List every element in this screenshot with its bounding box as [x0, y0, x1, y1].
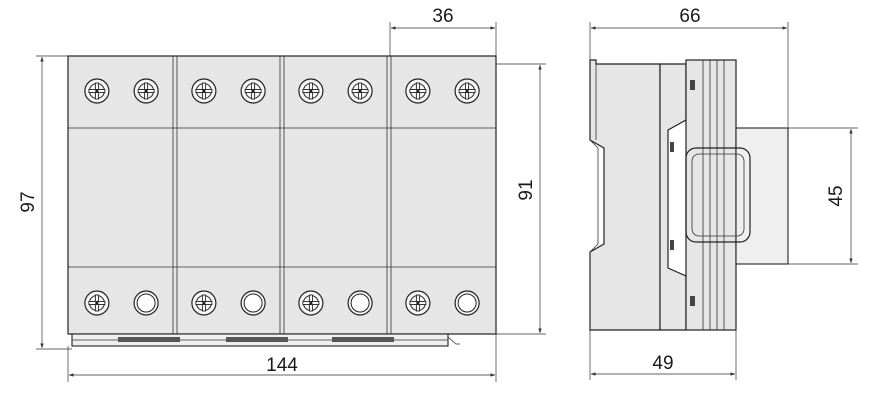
side-slots: [670, 80, 695, 306]
dim-overall-height-label: 97: [18, 191, 39, 212]
dim-rail-height: 45: [788, 127, 858, 265]
screw-terminal-icon: [405, 78, 431, 104]
clip-slot: [118, 337, 180, 342]
screw-terminal-icon: [191, 290, 217, 316]
dim-pole-width-label: 36: [432, 6, 453, 27]
ring-terminal-icon: [454, 290, 480, 316]
ring-terminal-icon: [240, 290, 266, 316]
clip-slot: [226, 337, 288, 342]
screw-terminal-icon: [84, 290, 110, 316]
screw-terminal-icon: [298, 78, 324, 104]
clip-slot: [332, 337, 394, 342]
module-separators: [172, 56, 392, 334]
dim-pole-width: 36: [389, 6, 497, 56]
side-ribs: [702, 60, 725, 330]
screw-terminal-icon: [298, 290, 324, 316]
side-view: [589, 59, 789, 331]
ring-terminal-icon: [347, 290, 373, 316]
dim-depth-label: 66: [679, 6, 700, 27]
terminals: [84, 78, 480, 316]
dim-rail-height-label: 45: [826, 185, 847, 206]
screw-terminal-icon: [347, 78, 373, 104]
side-front-section: [685, 59, 737, 331]
side-housing-left: [589, 59, 661, 331]
handle-window-outer: [685, 147, 751, 243]
screw-terminal-icon: [191, 78, 217, 104]
front-view: [67, 55, 497, 347]
screw-terminal-icon: [84, 78, 110, 104]
dim-overall-height: 97: [18, 55, 72, 350]
ring-terminal-icon: [133, 290, 159, 316]
dim-base-depth-label: 49: [652, 353, 673, 374]
screw-terminal-icon: [405, 290, 431, 316]
front-body: [67, 55, 497, 335]
dim-base-depth: 49: [589, 330, 737, 380]
screw-terminal-icon: [240, 78, 266, 104]
din-clip-strip: [71, 333, 460, 347]
din-groove: [589, 139, 599, 253]
dim-overall-width-label: 144: [266, 355, 298, 376]
dim-inner-height-label: 91: [516, 179, 537, 200]
side-step-profile: [659, 63, 687, 331]
screw-terminal-icon: [454, 78, 480, 104]
dim-overall-width: 144: [67, 334, 497, 382]
screw-terminal-icon: [133, 78, 159, 104]
dim-depth: 66: [589, 6, 789, 128]
handle-window-inner: [691, 153, 745, 237]
dim-inner-height: 91: [496, 63, 546, 335]
